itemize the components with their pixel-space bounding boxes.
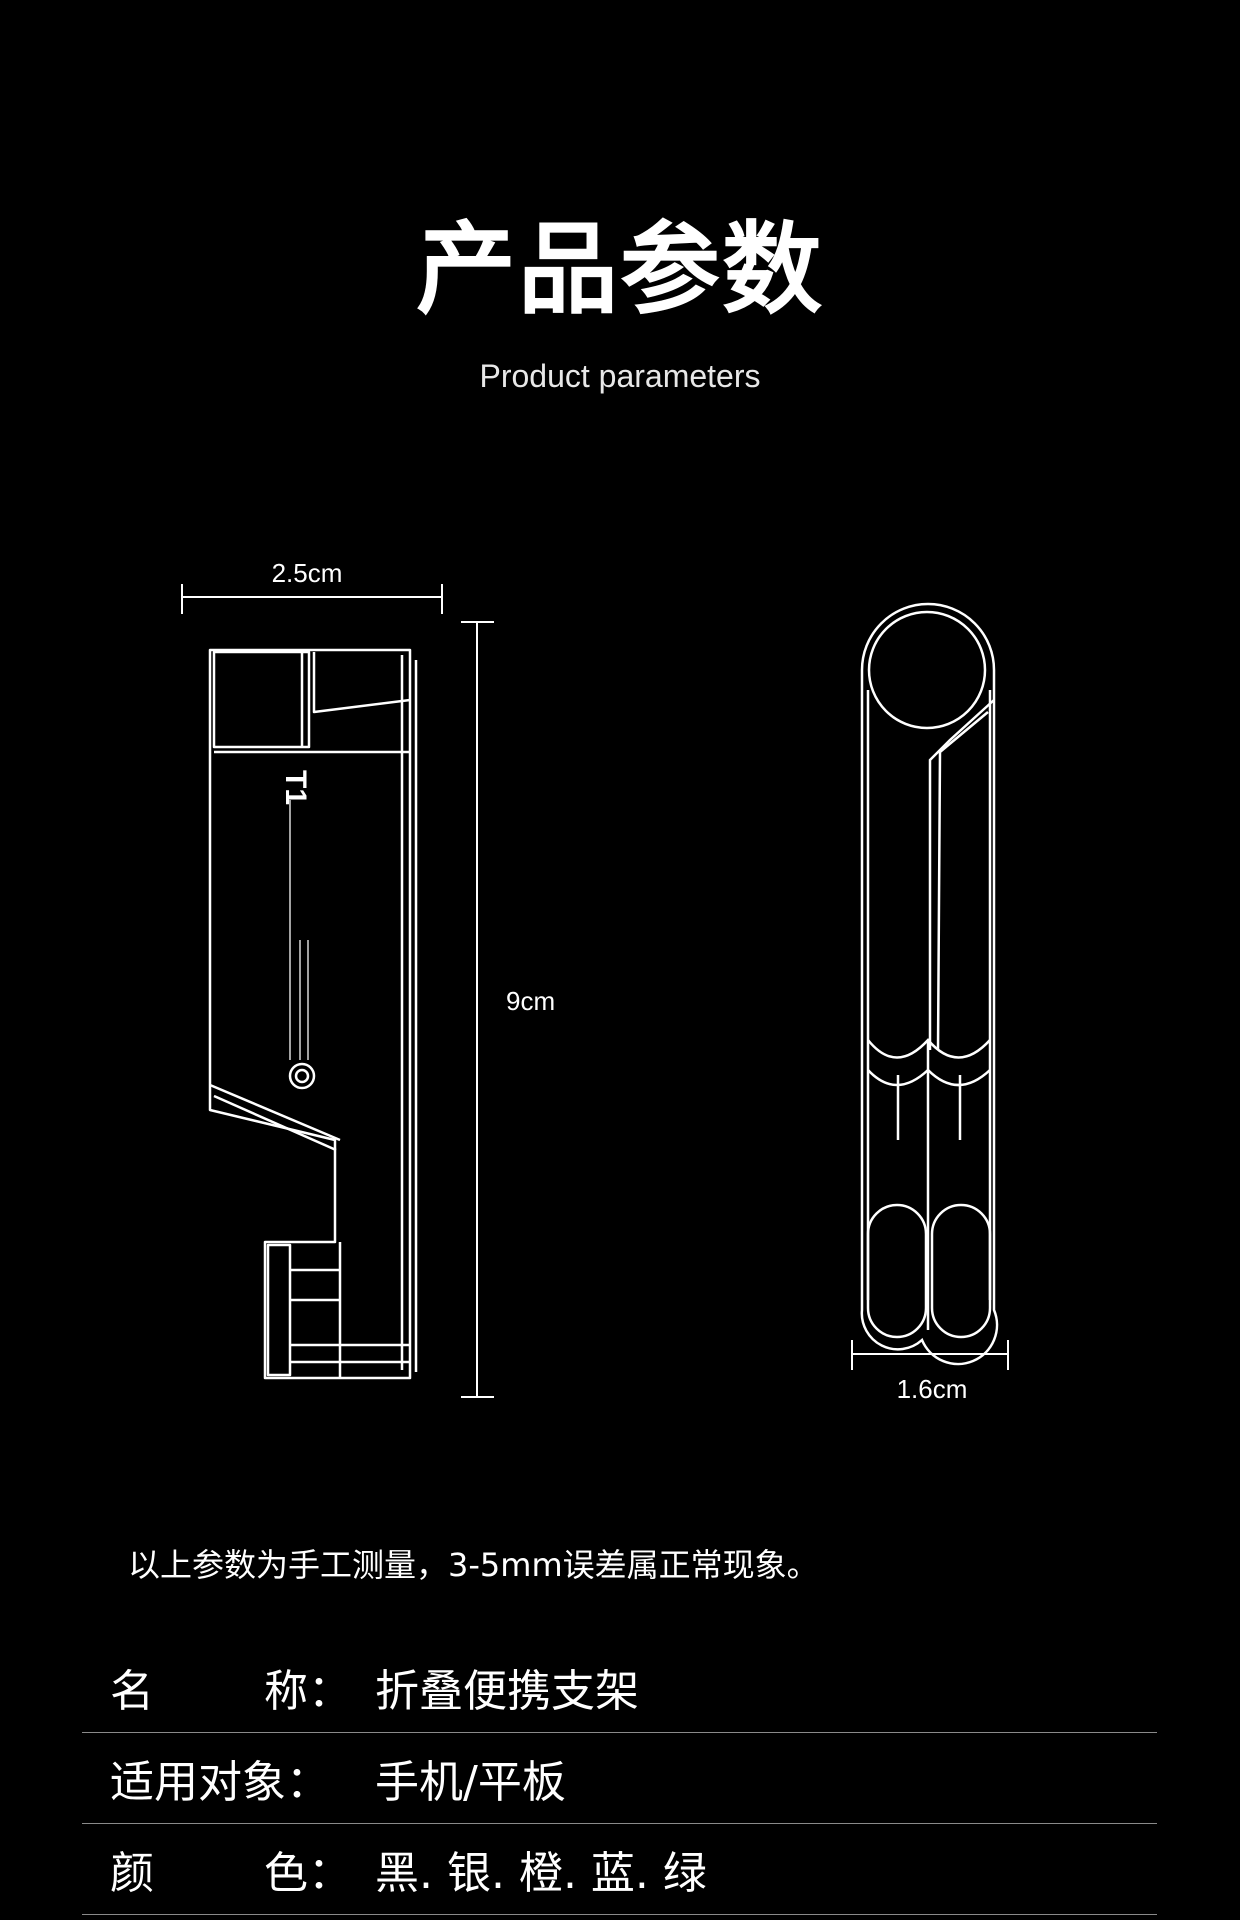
spec-label-char: 颜 bbox=[110, 1848, 154, 1899]
spec-label: 适用对象： bbox=[82, 1733, 345, 1823]
stand-side-view bbox=[860, 602, 999, 1366]
spec-label: 颜 色： bbox=[82, 1824, 352, 1914]
measurement-note: 以上参数为手工测量，3-5mm误差属正常现象。 bbox=[128, 1546, 819, 1584]
spec-value: 手机/平板 bbox=[375, 1757, 566, 1808]
width-label: 2.5cm bbox=[272, 558, 343, 588]
page-subtitle: Product parameters bbox=[479, 358, 761, 394]
spec-label-char: 色： bbox=[264, 1848, 352, 1899]
spec-row-color: 颜 色： 黑. 银. 橙. 蓝. 绿 bbox=[82, 1824, 1157, 1915]
depth-dimension bbox=[851, 1340, 1009, 1370]
stand-engraving bbox=[289, 800, 309, 1060]
spec-label-char: 名 bbox=[110, 1666, 154, 1717]
spec-label-text: 适用对象： bbox=[110, 1757, 330, 1808]
stand-front-view bbox=[208, 648, 418, 1380]
height-dimension bbox=[461, 621, 494, 1398]
stand-model-text: T1 bbox=[279, 770, 312, 805]
spec-value: 黑. 银. 橙. 蓝. 绿 bbox=[375, 1848, 707, 1899]
spec-label-char: 称： bbox=[264, 1666, 352, 1717]
width-dimension bbox=[181, 584, 443, 614]
spec-value: 折叠便携支架 bbox=[375, 1666, 639, 1717]
spec-table: 名 称： 折叠便携支架 适用对象： 手机/平板 颜 色： 黑. 银. 橙. 蓝.… bbox=[82, 1642, 1157, 1915]
spec-row-name: 名 称： 折叠便携支架 bbox=[82, 1642, 1157, 1733]
height-label: 9cm bbox=[506, 986, 555, 1016]
spec-row-target: 适用对象： 手机/平板 bbox=[82, 1733, 1157, 1824]
page-title: 产品参数 bbox=[416, 211, 824, 328]
spec-label: 名 称： bbox=[82, 1642, 352, 1732]
depth-label: 1.6cm bbox=[897, 1374, 968, 1404]
